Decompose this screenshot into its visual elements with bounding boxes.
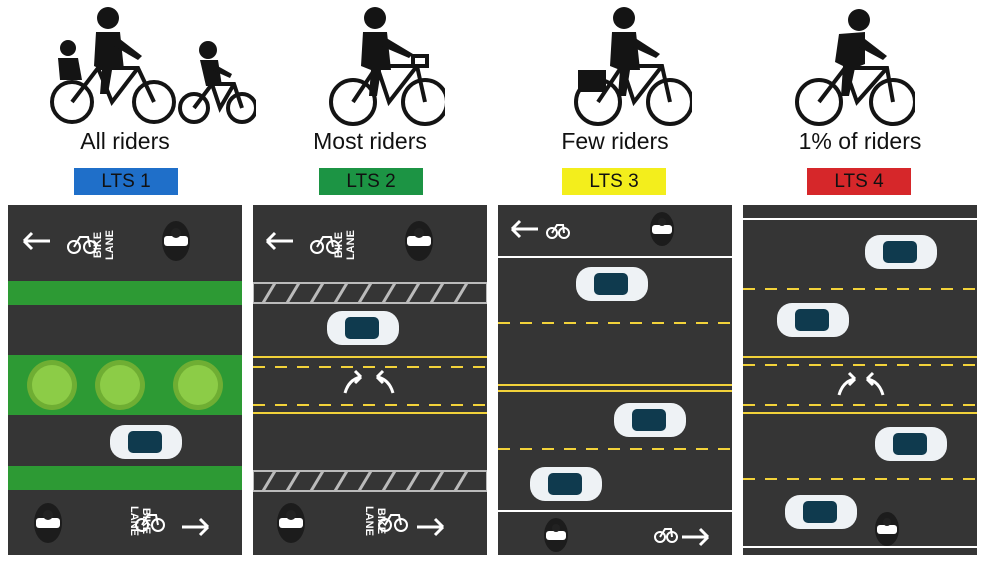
- arrow-icon: [510, 219, 538, 239]
- bike-lane-line2: LANE: [104, 230, 116, 260]
- car-icon: [576, 267, 648, 301]
- hatched-buffer: [253, 282, 487, 304]
- cyclist-icon: [34, 503, 62, 543]
- column-lts-1: All riders LTS 1: [8, 0, 256, 564]
- cyclist-icon: [544, 518, 568, 552]
- street-panel-lts-3: [498, 205, 732, 555]
- family-cyclists-silhouette-icon: [50, 7, 256, 124]
- rider-title: 1% of riders: [798, 128, 922, 154]
- lts-badge-label: LTS 4: [834, 171, 884, 192]
- column-lts-4: 1% of riders LTS 4: [743, 0, 977, 564]
- bike-lane-line2: LANE: [128, 506, 140, 536]
- commuter-cyclist-silhouette-icon: [329, 7, 445, 126]
- rider-title: Few riders: [561, 128, 669, 154]
- bike-lane-line1: BIKE: [375, 507, 387, 535]
- green-buffer-strip: [8, 466, 242, 490]
- hatched-buffer: [253, 470, 487, 492]
- turn-arrow-icon: [375, 369, 395, 394]
- bike-lane-line2: LANE: [363, 506, 375, 536]
- bike-lane-line2: LANE: [345, 230, 357, 260]
- bicycle-icon: [378, 514, 408, 532]
- bicycle-icon: [135, 514, 165, 532]
- street-panel-lts-2: BIKE LANE BIKE LANE: [253, 205, 487, 555]
- tree-icon: [27, 360, 77, 410]
- cyclist-icon: [650, 212, 674, 246]
- bicycle-icon: [67, 236, 97, 254]
- cyclist-with-basket-silhouette-icon: [574, 7, 692, 126]
- turn-arrow-icon: [865, 371, 885, 396]
- arrow-icon: [22, 231, 50, 251]
- tree-icon: [173, 360, 223, 410]
- bicycle-icon: [654, 528, 678, 543]
- bike-lane-marking: BIKE LANE: [92, 225, 116, 265]
- car-icon: [530, 467, 602, 501]
- car-icon: [777, 303, 849, 337]
- turn-arrow-icon: [837, 371, 857, 396]
- bicycle-icon: [546, 224, 570, 239]
- bike-lane-line1: BIKE: [333, 231, 345, 259]
- arrow-icon: [182, 517, 210, 537]
- car-icon: [110, 425, 182, 459]
- street-panel-lts-1: BIKE LANE BIKE LANE: [8, 205, 242, 555]
- lts-badge-label: LTS 2: [346, 171, 396, 192]
- bike-lane-marking: BIKE LANE: [333, 225, 357, 265]
- lts-badge-label: LTS 3: [589, 171, 639, 192]
- lts-badge: LTS 3: [562, 168, 666, 195]
- tree-icon: [95, 360, 145, 410]
- car-icon: [865, 235, 937, 269]
- rider-title: All riders: [80, 128, 170, 154]
- cyclist-icon: [405, 221, 433, 261]
- lts-badge-label: LTS 1: [101, 171, 151, 192]
- cyclist-icon: [875, 512, 899, 546]
- car-icon: [785, 495, 857, 529]
- lts-badge: LTS 1: [74, 168, 178, 195]
- bicycle-icon: [310, 236, 340, 254]
- green-buffer-strip: [8, 281, 242, 305]
- bike-lane-marking: BIKE LANE: [363, 501, 387, 541]
- turn-arrow-icon: [343, 369, 363, 394]
- bike-lane-marking: BIKE LANE: [128, 501, 152, 541]
- car-icon: [875, 427, 947, 461]
- arrow-icon: [682, 527, 710, 547]
- car-icon: [327, 311, 399, 345]
- street-panel-lts-4: [743, 205, 977, 555]
- cyclist-icon: [277, 503, 305, 543]
- lts-badge: LTS 2: [319, 168, 423, 195]
- lts-badge: LTS 4: [807, 168, 911, 195]
- cyclist-icon: [162, 221, 190, 261]
- column-lts-2: Most riders LTS 2: [253, 0, 487, 564]
- car-icon: [614, 403, 686, 437]
- rider-title: Most riders: [313, 128, 427, 154]
- column-lts-3: Few riders LTS 3: [498, 0, 732, 564]
- bike-lane-line1: BIKE: [140, 507, 152, 535]
- bike-lane-line1: BIKE: [92, 231, 104, 259]
- arrow-icon: [417, 517, 445, 537]
- sport-cyclist-silhouette-icon: [795, 9, 915, 126]
- arrow-icon: [265, 231, 293, 251]
